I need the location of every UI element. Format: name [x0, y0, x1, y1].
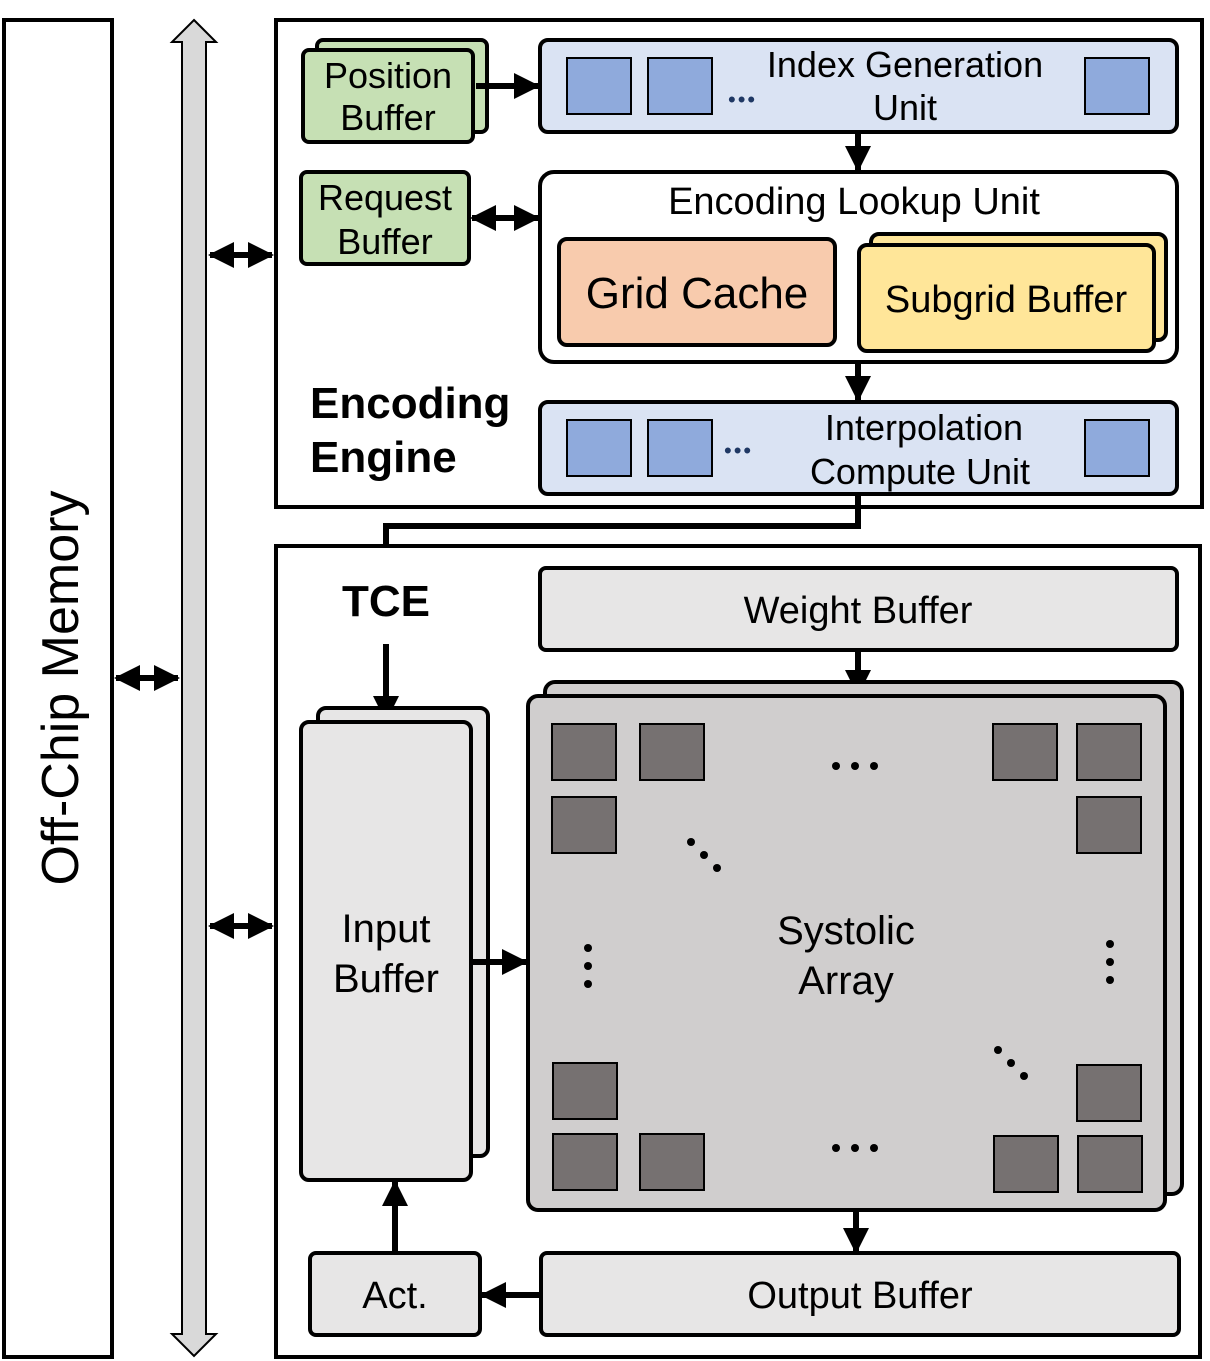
grid-cache-label: Grid Cache	[586, 269, 809, 318]
dot	[832, 1144, 840, 1152]
index-cell	[647, 57, 713, 115]
off-chip-memory-label: Off-Chip Memory	[32, 491, 90, 886]
index-ellipsis: •••	[728, 87, 757, 112]
input-buffer-label-line1: Input	[342, 907, 431, 951]
grid-cache	[557, 237, 837, 347]
index-generation-label-line1: Index Generation	[767, 44, 1043, 85]
interpolation-label-line2: Compute Unit	[810, 451, 1030, 492]
dot	[713, 864, 721, 872]
encoding-to-tce-connector	[383, 494, 861, 548]
request-buffer-label-line1: Request	[318, 177, 452, 218]
pe-cell	[639, 1133, 705, 1191]
memory-bus	[169, 18, 219, 1358]
pe-cell	[639, 723, 705, 781]
input-buffer	[299, 720, 473, 1182]
pe-cell	[552, 1062, 618, 1120]
subgrid-buffer	[857, 243, 1156, 353]
dot	[1106, 976, 1114, 984]
array-dots	[584, 762, 1114, 1152]
dot	[700, 851, 708, 859]
dot	[994, 1046, 1002, 1054]
weight-buffer-label: Weight Buffer	[744, 590, 973, 632]
dot	[584, 962, 592, 970]
dot	[687, 838, 695, 846]
dot	[584, 944, 592, 952]
pe-cell	[1076, 1064, 1142, 1122]
pe-cell	[1076, 723, 1142, 781]
interp-cell	[647, 419, 713, 477]
interp-cell	[1084, 419, 1150, 477]
pe-cell	[992, 723, 1058, 781]
interpolation-label-line1: Interpolation	[825, 407, 1023, 448]
request-buffer	[299, 170, 471, 266]
dot	[1020, 1072, 1028, 1080]
index-generation-label-line2: Unit	[873, 87, 937, 128]
pe-grid	[551, 723, 1143, 1193]
index-cell	[1084, 57, 1150, 115]
output-buffer-label: Output Buffer	[747, 1275, 973, 1317]
dot	[870, 762, 878, 770]
dot	[851, 762, 859, 770]
position-buffer	[301, 48, 475, 144]
encoding-lookup-label: Encoding Lookup Unit	[668, 181, 1040, 223]
encoding-engine-title-line2: Engine	[310, 433, 457, 482]
off-chip-memory-box	[2, 18, 114, 1359]
interp-ellipsis: •••	[724, 438, 753, 463]
pe-cell	[552, 1133, 618, 1191]
pe-cell	[1077, 1135, 1143, 1193]
dot	[870, 1144, 878, 1152]
pe-cell	[551, 796, 617, 854]
dot	[584, 980, 592, 988]
position-buffer-label-line2: Buffer	[340, 97, 435, 138]
subgrid-buffer-label: Subgrid Buffer	[885, 279, 1128, 321]
dot	[851, 1144, 859, 1152]
index-cell	[566, 57, 632, 115]
systolic-array-label-line1: Systolic	[777, 909, 915, 953]
pe-cell	[993, 1135, 1059, 1193]
encoding-engine-title-line1: Encoding	[310, 379, 510, 428]
systolic-array-label-line2: Array	[798, 959, 894, 1003]
position-buffer-label-line1: Position	[324, 55, 452, 96]
pe-cell	[1076, 796, 1142, 854]
systolic-array	[526, 694, 1167, 1212]
dot	[832, 762, 840, 770]
tce-title: TCE	[342, 577, 430, 626]
interp-cell	[566, 419, 632, 477]
activation-label: Act.	[362, 1275, 427, 1317]
dot	[1007, 1059, 1015, 1067]
dot	[1106, 958, 1114, 966]
request-buffer-label-line2: Buffer	[337, 221, 432, 262]
dot	[1106, 940, 1114, 948]
pe-cell	[551, 723, 617, 781]
input-buffer-label-line2: Buffer	[333, 957, 439, 1001]
